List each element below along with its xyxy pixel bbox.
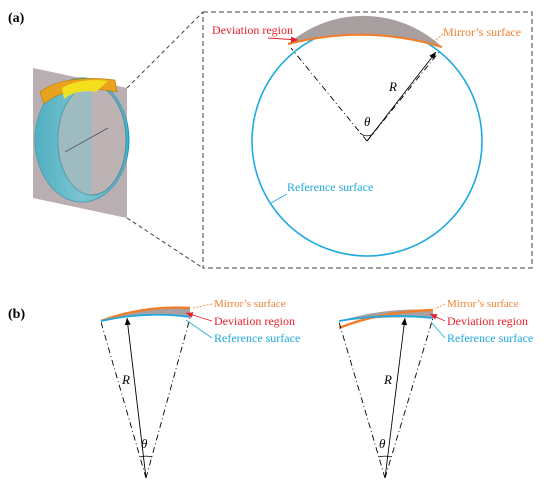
sector-line-left-b-right (338, 321, 386, 479)
mirror-highlight-3d (62, 80, 108, 99)
radius-arrow-b-left (124, 317, 147, 479)
deviation-pointer-b-left (185, 312, 213, 322)
ring-inner-shade (58, 85, 92, 195)
sector-line-left-a (290, 47, 368, 142)
angle-arc-b-right (378, 455, 392, 458)
mirror-surface-b-left (100, 306, 191, 323)
mirror-pointer-b-left (192, 303, 213, 309)
deviation-region-label-b-left: Deviation region (214, 314, 295, 328)
sector-line-right-a (366, 51, 440, 142)
radius-label-b-right: R (383, 372, 392, 387)
reference-surface-label-b-left: Reference surface (214, 331, 300, 345)
radius-label-b-left: R (121, 372, 130, 387)
mirror-pointer-a (432, 33, 444, 43)
reference-surface-b-right (338, 315, 434, 322)
mirror-surface-a (287, 33, 443, 49)
reference-pointer-b-right (430, 321, 446, 339)
reference-surface-label-a: Reference surface (287, 180, 373, 194)
sector-line-left-b-left (100, 321, 147, 479)
cutting-plane-front (33, 68, 127, 218)
sector-line-right-b-left (145, 317, 191, 479)
angle-label-b-left: θ (141, 436, 148, 451)
deviation-region-label-b-right: Deviation region (447, 314, 528, 328)
mirror-surface-label-a: Mirror’s surface (443, 25, 521, 39)
zoom-line-top (126, 11, 204, 89)
mirror-surface-label-b-right: Mirror’s surface (447, 298, 519, 310)
radius-label-a: R (388, 79, 397, 94)
reference-surface-label-b-right: Reference surface (447, 331, 533, 345)
panel-a-label: (a) (8, 11, 25, 26)
deviation-region-a (288, 15, 442, 47)
ring-illustration (33, 68, 130, 218)
deviation-region-label-a: Deviation region (212, 23, 293, 37)
mirror-pointer-b-right (434, 303, 446, 310)
deviation-pointer-b-right (429, 313, 446, 322)
zoom-line-bottom (126, 217, 204, 269)
reference-pointer-b-left (185, 319, 213, 339)
radius-arrow-a (366, 51, 437, 142)
radius-arrow-b-right (384, 317, 408, 479)
mirror-surface-label-b-left: Mirror’s surface (214, 298, 286, 310)
panel-b-left: R θ Mirror’s surface Deviation region Re… (100, 298, 300, 479)
deviation-pointer-a (267, 36, 299, 43)
sector-line-right-b-right (384, 317, 434, 479)
angle-arc-b-left (139, 455, 153, 458)
zoom-frame (202, 11, 533, 269)
panel-b-label: (b) (8, 307, 25, 322)
reference-surface-b-left (100, 313, 191, 322)
angle-arc-a (359, 132, 375, 137)
reference-pointer-a (270, 193, 288, 204)
angle-label-b-right: θ (379, 436, 386, 451)
ring-axis-line (64, 127, 109, 153)
angle-label-a: θ (364, 114, 371, 129)
panel-b-right: R θ Mirror’s surface Deviation region Re… (338, 298, 533, 479)
